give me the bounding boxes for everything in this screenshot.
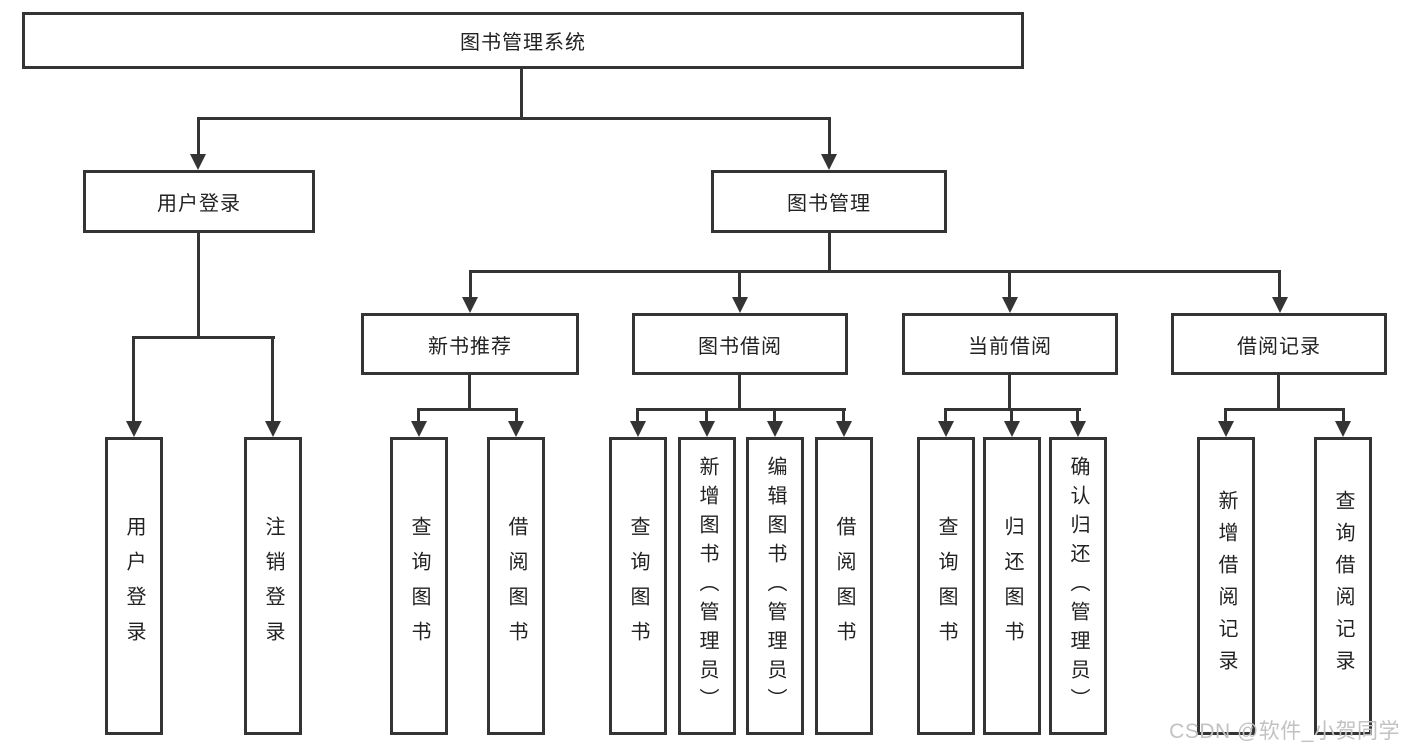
leaf-edit-book-admin-label: 编辑图书（管理员）: [764, 455, 786, 717]
connector-line: [842, 408, 845, 424]
arrow-down-icon: [508, 421, 524, 437]
node-borrow-records-label: 借阅记录: [1237, 335, 1321, 358]
leaf-query-books-1: 查询图书: [390, 437, 448, 735]
leaf-confirm-return-admin-label: 确认归还（管理员）: [1067, 455, 1089, 717]
connector-line: [271, 336, 274, 424]
connector-line: [1224, 408, 1345, 411]
leaf-query-books-2-label: 查询图书: [627, 516, 649, 656]
arrow-down-icon: [126, 421, 142, 437]
connector-line: [132, 336, 135, 424]
leaf-borrow-books-1: 借阅图书: [487, 437, 545, 735]
arrow-down-icon: [699, 421, 715, 437]
connector-line: [944, 408, 947, 424]
leaf-edit-book-admin: 编辑图书（管理员）: [746, 437, 804, 735]
node-book-management: 图书管理: [711, 170, 947, 233]
node-root-label: 图书管理系统: [460, 32, 586, 54]
connector-line: [468, 375, 471, 411]
connector-line: [197, 117, 831, 120]
connector-line: [705, 408, 708, 424]
connector-line: [197, 117, 200, 157]
leaf-user-login-label: 用户登录: [123, 516, 145, 656]
leaf-add-book-admin-label: 新增图书（管理员）: [696, 455, 718, 717]
connector-line: [636, 408, 846, 411]
connector-line: [515, 408, 518, 424]
connector-line: [738, 375, 741, 411]
node-current-borrow-label: 当前借阅: [968, 335, 1052, 358]
leaf-borrow-books-2-label: 借阅图书: [833, 516, 855, 656]
connector-line: [197, 233, 200, 339]
connector-line: [469, 270, 1281, 273]
node-book-borrow: 图书借阅: [632, 313, 848, 375]
connector-line: [1224, 408, 1227, 424]
node-current-borrow: 当前借阅: [902, 313, 1118, 375]
arrow-down-icon: [767, 421, 783, 437]
connector-line: [738, 270, 741, 300]
connector-line: [1008, 375, 1011, 411]
connector-line: [828, 233, 831, 273]
connector-line: [1278, 270, 1281, 300]
arrow-down-icon: [732, 297, 748, 313]
leaf-add-borrow-record: 新增借阅记录: [1197, 437, 1255, 735]
connector-line: [1008, 270, 1011, 300]
connector-line: [1010, 408, 1013, 424]
connector-line: [773, 408, 776, 424]
connector-line: [1277, 375, 1280, 411]
node-borrow-records: 借阅记录: [1171, 313, 1387, 375]
arrow-down-icon: [1002, 297, 1018, 313]
leaf-add-book-admin: 新增图书（管理员）: [678, 437, 736, 735]
node-book-borrow-label: 图书借阅: [698, 335, 782, 358]
leaf-user-login: 用户登录: [105, 437, 163, 735]
connector-line: [417, 408, 518, 411]
arrow-down-icon: [1070, 421, 1086, 437]
node-new-book-recommend-label: 新书推荐: [428, 335, 512, 358]
leaf-query-borrow-record-label: 查询借阅记录: [1332, 490, 1354, 682]
leaf-return-books: 归还图书: [983, 437, 1041, 735]
leaf-add-borrow-record-label: 新增借阅记录: [1215, 490, 1237, 682]
leaf-logout: 注销登录: [244, 437, 302, 735]
arrow-down-icon: [836, 421, 852, 437]
node-book-management-label: 图书管理: [787, 193, 871, 215]
node-user-login-label: 用户登录: [157, 193, 241, 215]
node-user-login: 用户登录: [83, 170, 315, 233]
arrow-down-icon: [630, 421, 646, 437]
arrow-down-icon: [411, 421, 427, 437]
arrow-down-icon: [821, 154, 837, 170]
leaf-query-books-1-label: 查询图书: [408, 516, 430, 656]
arrow-down-icon: [190, 154, 206, 170]
leaf-borrow-books-2: 借阅图书: [815, 437, 873, 735]
connector-line: [636, 408, 639, 424]
connector-line: [417, 408, 420, 424]
watermark: CSDN @软件_小贺同学: [1169, 720, 1400, 743]
arrow-down-icon: [1218, 421, 1234, 437]
leaf-return-books-label: 归还图书: [1001, 516, 1023, 656]
leaf-confirm-return-admin: 确认归还（管理员）: [1049, 437, 1107, 735]
connector-line: [132, 336, 275, 339]
connector-line: [469, 270, 472, 300]
connector-line: [828, 117, 831, 157]
leaf-query-books-2: 查询图书: [609, 437, 667, 735]
leaf-query-borrow-record: 查询借阅记录: [1314, 437, 1372, 735]
connector-line: [1342, 408, 1345, 424]
leaf-logout-label: 注销登录: [262, 516, 284, 656]
connector-line: [1076, 408, 1079, 424]
node-root: 图书管理系统: [22, 12, 1024, 69]
arrow-down-icon: [1272, 297, 1288, 313]
leaf-query-books-3: 查询图书: [917, 437, 975, 735]
leaf-query-books-3-label: 查询图书: [935, 516, 957, 656]
arrow-down-icon: [1004, 421, 1020, 437]
arrow-down-icon: [938, 421, 954, 437]
node-new-book-recommend: 新书推荐: [361, 313, 579, 375]
arrow-down-icon: [265, 421, 281, 437]
arrow-down-icon: [462, 297, 478, 313]
leaf-borrow-books-1-label: 借阅图书: [505, 516, 527, 656]
arrow-down-icon: [1335, 421, 1351, 437]
connector-line: [520, 69, 523, 120]
